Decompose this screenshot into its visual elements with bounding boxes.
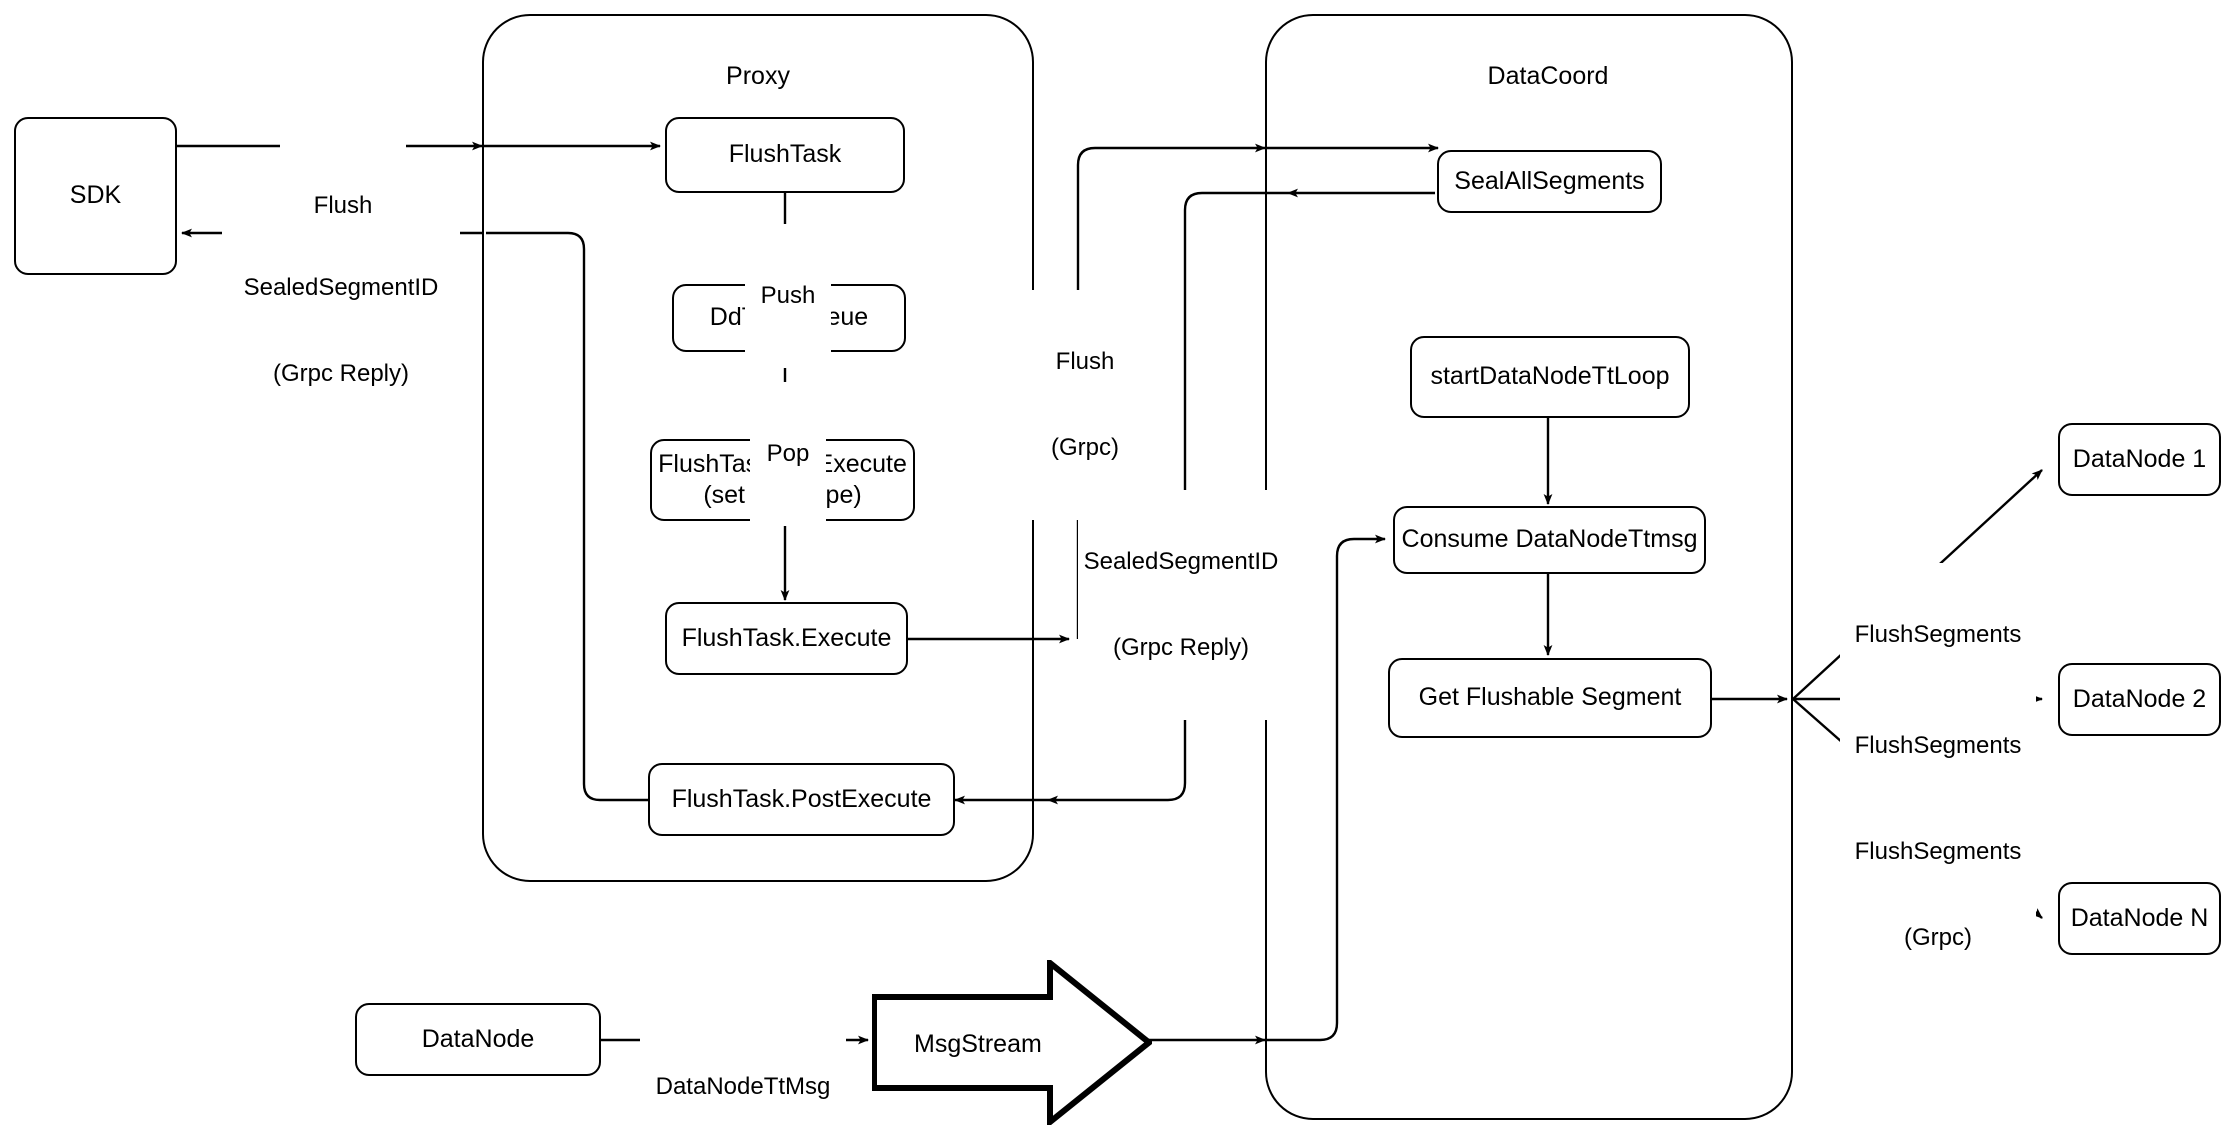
node-datanode-1-label: DataNode 1: [2072, 444, 2207, 473]
edge-label-push: Push: [745, 224, 831, 368]
node-flushtask-execute[interactable]: FlushTask.Execute: [665, 602, 908, 675]
node-startdatanodettloop[interactable]: startDataNodeTtLoop: [1410, 336, 1690, 418]
msgstream-arrow-icon: [871, 956, 1154, 1129]
edge-label-flushsegments-n: FlushSegments (Grpc): [1840, 780, 2036, 1011]
edge-label-coord-to-proxy: SealedSegmentID (Grpc Reply): [1078, 490, 1284, 721]
node-datanode-2-label: DataNode 2: [2072, 684, 2207, 713]
node-flushtask-postexecute[interactable]: FlushTask.PostExecute: [648, 763, 955, 836]
edge-label-flushsegments-1-line1: FlushSegments: [1854, 620, 2022, 648]
edge-label-flushsegments-n-line1: FlushSegments: [1854, 837, 2022, 865]
node-datanode-n[interactable]: DataNode N: [2058, 882, 2221, 955]
edge-label-proxy-to-sdk-line2: (Grpc Reply): [272, 359, 410, 387]
edge-label-pop-text: Pop: [766, 439, 810, 467]
edge-label-flushsegments-2-line1: FlushSegments: [1854, 731, 2022, 759]
node-flushtask-execute-label: FlushTask.Execute: [681, 623, 892, 652]
container-datacoord-title: DataCoord: [1487, 62, 1609, 90]
container-proxy-title: Proxy: [726, 62, 790, 90]
node-msgstream[interactable]: MsgStream: [871, 956, 1154, 1129]
node-msgstream-label: MsgStream: [914, 1030, 1042, 1058]
edge-label-proxy-to-coord-line2: (Grpc): [1051, 433, 1119, 461]
node-consume-datanodettmsg-label: Consume DataNodeTtmsg: [1401, 525, 1698, 554]
node-consume-datanodettmsg[interactable]: Consume DataNodeTtmsg: [1393, 506, 1706, 574]
edge-label-sdk-to-proxy-line1: Flush: [313, 191, 373, 219]
node-startdatanodettloop-label: startDataNodeTtLoop: [1430, 362, 1670, 391]
edge-label-proxy-to-sdk: SealedSegmentID (Grpc Reply): [222, 216, 460, 447]
edge-label-flushsegments-n-line2: (Grpc): [1904, 923, 1972, 951]
node-get-flushable-segment[interactable]: Get Flushable Segment: [1388, 658, 1712, 738]
edge-label-proxy-to-coord-line1: Flush: [1055, 347, 1115, 375]
edge-label-pop: Pop: [750, 382, 826, 526]
node-sdk-label: SDK: [69, 181, 122, 210]
node-flushtask-label: FlushTask: [728, 140, 842, 169]
edge-label-coord-to-proxy-line2: (Grpc Reply): [1112, 633, 1250, 661]
edge-label-coord-to-proxy-line1: SealedSegmentID: [1083, 547, 1279, 575]
node-sealallsegments-label: SealAllSegments: [1454, 166, 1645, 195]
edge-label-datanode-ttmsg: DataNodeTtMsg (Msgstream): [640, 1015, 846, 1135]
node-sdk[interactable]: SDK: [14, 117, 177, 275]
node-datanode-bottom[interactable]: DataNode: [355, 1003, 601, 1076]
node-flushtask[interactable]: FlushTask: [665, 117, 905, 193]
node-datanode-bottom-label: DataNode: [421, 1024, 535, 1053]
node-get-flushable-segment-label: Get Flushable Segment: [1418, 683, 1682, 712]
node-flushtask-postexecute-label: FlushTask.PostExecute: [671, 784, 932, 813]
edge-label-datanode-ttmsg-line1: DataNodeTtMsg: [655, 1072, 831, 1100]
node-sealallsegments[interactable]: SealAllSegments: [1437, 150, 1662, 213]
edge-label-proxy-to-coord: Flush (Grpc): [1028, 290, 1142, 521]
edge-label-push-text: Push: [760, 281, 816, 309]
node-datanode-2[interactable]: DataNode 2: [2058, 663, 2221, 736]
edge-label-proxy-to-sdk-line1: SealedSegmentID: [243, 273, 439, 301]
node-datanode-n-label: DataNode N: [2070, 903, 2209, 932]
node-datanode-1[interactable]: DataNode 1: [2058, 423, 2221, 496]
